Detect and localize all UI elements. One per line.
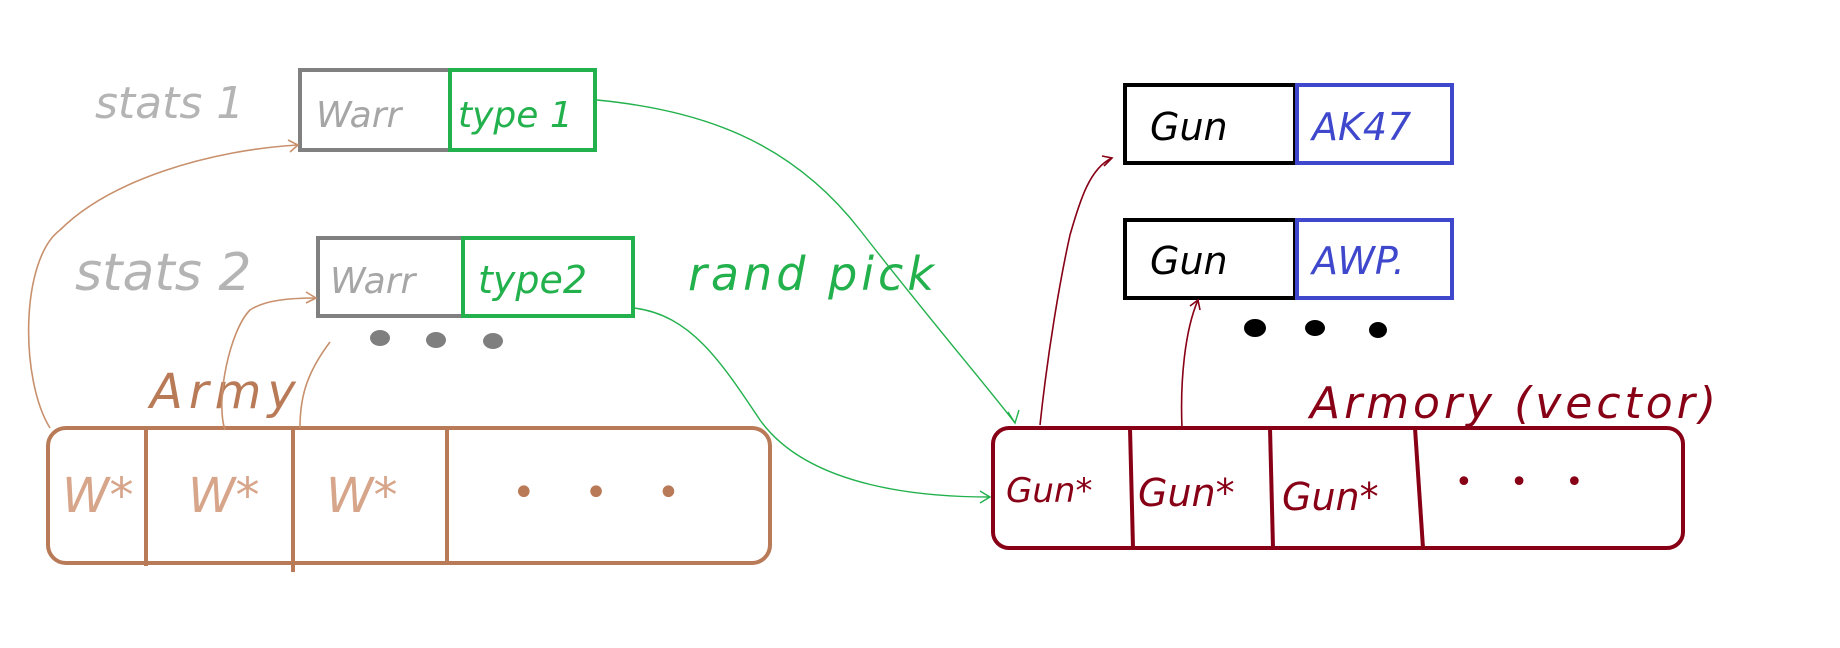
gun-model-box xyxy=(1295,218,1454,300)
stats-to-armory-arrows xyxy=(596,99,1020,504)
gun-model-label: AWP. xyxy=(1309,239,1405,283)
army-container xyxy=(46,426,772,565)
gun-label: Gun xyxy=(1150,105,1228,149)
type-box xyxy=(461,236,635,318)
army-cell: W* xyxy=(326,468,397,524)
army-cell: • • • xyxy=(512,470,698,516)
stats-label: stats 1 xyxy=(95,78,244,129)
stats-row-2: stats 2 Warr type2 xyxy=(75,236,635,318)
armory-container xyxy=(991,426,1685,550)
type-label: type2 xyxy=(478,258,587,302)
gun-model-label: AK47 xyxy=(1309,105,1411,149)
gun-row-1: Gun AK47 xyxy=(1123,83,1454,165)
type-label: type 1 xyxy=(458,95,573,136)
rand-pick-label: rand pick xyxy=(688,247,938,301)
armory-to-guns-arrows xyxy=(1039,155,1201,429)
armory-label: Armory (vector) xyxy=(1307,378,1720,429)
warrior-label: Warr xyxy=(316,95,403,136)
gun-model-box xyxy=(1295,83,1454,165)
type-box xyxy=(448,68,597,152)
gun-label: Gun xyxy=(1150,239,1228,283)
stats-label: stats 2 xyxy=(75,243,251,303)
armory-cell: Gun* xyxy=(1006,471,1092,511)
stats-row-1: stats 1 Warr type 1 xyxy=(95,68,597,152)
army-cell: W* xyxy=(62,468,133,524)
army-vector: Army W* W* W* • • • xyxy=(46,364,772,572)
armory-cell: • • • xyxy=(1455,465,1597,500)
guns-more-ellipsis xyxy=(1244,319,1387,338)
armory-cell: Gun* xyxy=(1138,471,1235,515)
armory-cell: Gun* xyxy=(1282,475,1379,519)
warrior-label: Warr xyxy=(330,261,417,302)
army-to-stats-arrows xyxy=(27,139,331,431)
stats-more-ellipsis xyxy=(370,330,503,349)
armory-vector: Armory (vector) Gun* Gun* Gun* • • • xyxy=(991,378,1720,550)
gun-row-2: Gun AWP. xyxy=(1123,218,1454,300)
army-cell: W* xyxy=(188,468,259,524)
